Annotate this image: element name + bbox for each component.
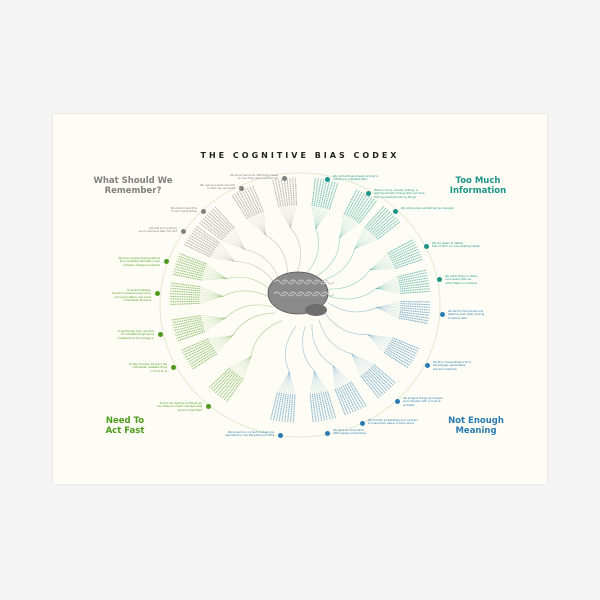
branch-annotation: We are drawn to details that confirm our… (432, 242, 480, 249)
branch-annotation: We notice when something has changed (401, 207, 454, 210)
branch-dot (324, 430, 330, 436)
branch-annotation: We tend to find stories and patterns eve… (448, 310, 485, 320)
branch-fan (324, 312, 420, 369)
branch-annotation: We notice things already primed in memor… (333, 175, 379, 182)
branch-dot (365, 190, 371, 196)
branch-dot (281, 175, 287, 181)
branch-dot (277, 432, 283, 438)
branch-fan (311, 323, 367, 416)
branch-annotation: We simplify probabilities and numbers to… (368, 419, 418, 426)
branch-fan (270, 325, 297, 423)
branch-dot (424, 362, 430, 368)
branch-dot (180, 228, 186, 234)
branch-fan (198, 206, 281, 282)
branch-dot (163, 258, 169, 264)
branch-annotation: To stay focused, we favor the immediate,… (129, 363, 167, 373)
branch-fan (169, 282, 273, 305)
branch-dot (439, 311, 445, 317)
branch-dot (200, 208, 206, 214)
quadrant-label-remember: What Should We Remember? (93, 176, 173, 196)
branch-dot (324, 176, 330, 182)
branch-dot (154, 290, 160, 296)
branch-fan (171, 304, 273, 342)
branch-fan (319, 205, 401, 282)
quadrant-label-not-enough-meaning: Not Enough Meaning (448, 416, 504, 436)
branch-fan (231, 185, 288, 277)
branch-fan (318, 319, 396, 399)
branch-fan (314, 189, 377, 278)
page-title: THE COGNITIVE BIAS CODEX (200, 151, 400, 160)
branch-dot (157, 331, 163, 337)
branch-annotation: To avoid mistakes, we aim to preserve au… (112, 289, 151, 303)
branch-annotation: We reduce events and lists to their key … (199, 184, 235, 191)
branch-dot (423, 243, 429, 249)
branch-fan (302, 325, 337, 423)
branch-fan (325, 239, 423, 290)
branch-annotation: To get things done, we tend to complete … (117, 330, 154, 340)
branch-dot (238, 185, 244, 191)
outer-ring (159, 172, 441, 438)
branch-dot (394, 398, 400, 404)
branch-fan (172, 253, 274, 293)
branch-annotation: We edit and reinforce some memories afte… (138, 227, 177, 234)
branch-annotation: We store memories differently based on h… (230, 174, 278, 181)
branch-annotation: Bizarre, funny, visually striking, or an… (374, 189, 425, 199)
branch-annotation: To act, we must be confident we can make… (157, 402, 202, 412)
branch-annotation: We think we know what other people are t… (333, 429, 366, 436)
branch-annotation: We project our current mindset and assum… (225, 431, 274, 438)
branch-dot (170, 364, 176, 370)
branch-dot (359, 420, 365, 426)
branch-dot (436, 276, 442, 282)
branch-fan (327, 269, 430, 300)
branch-annotation: We imagine things and people we're famil… (403, 397, 443, 407)
branch-dot (205, 403, 211, 409)
branch-annotation: We notice flaws in others more easily th… (445, 275, 478, 285)
branch-fan (181, 312, 276, 370)
quadrant-label-need-to-act-fast: Need To Act Fast (105, 416, 145, 436)
quadrant-label-too-much-information: Too Much Information (449, 176, 507, 196)
branch-annotation: We favor simple-looking options and comp… (118, 257, 160, 267)
branch-fan (305, 178, 339, 275)
branch-dot (392, 208, 398, 214)
branch-annotation: We fill in characteristics from stereoty… (433, 361, 471, 371)
brain-icon (267, 271, 335, 316)
branch-fan (327, 300, 431, 324)
branch-fan (272, 177, 301, 274)
branch-fan (208, 320, 283, 402)
branch-annotation: We discard specifics to form generalitie… (170, 207, 197, 214)
